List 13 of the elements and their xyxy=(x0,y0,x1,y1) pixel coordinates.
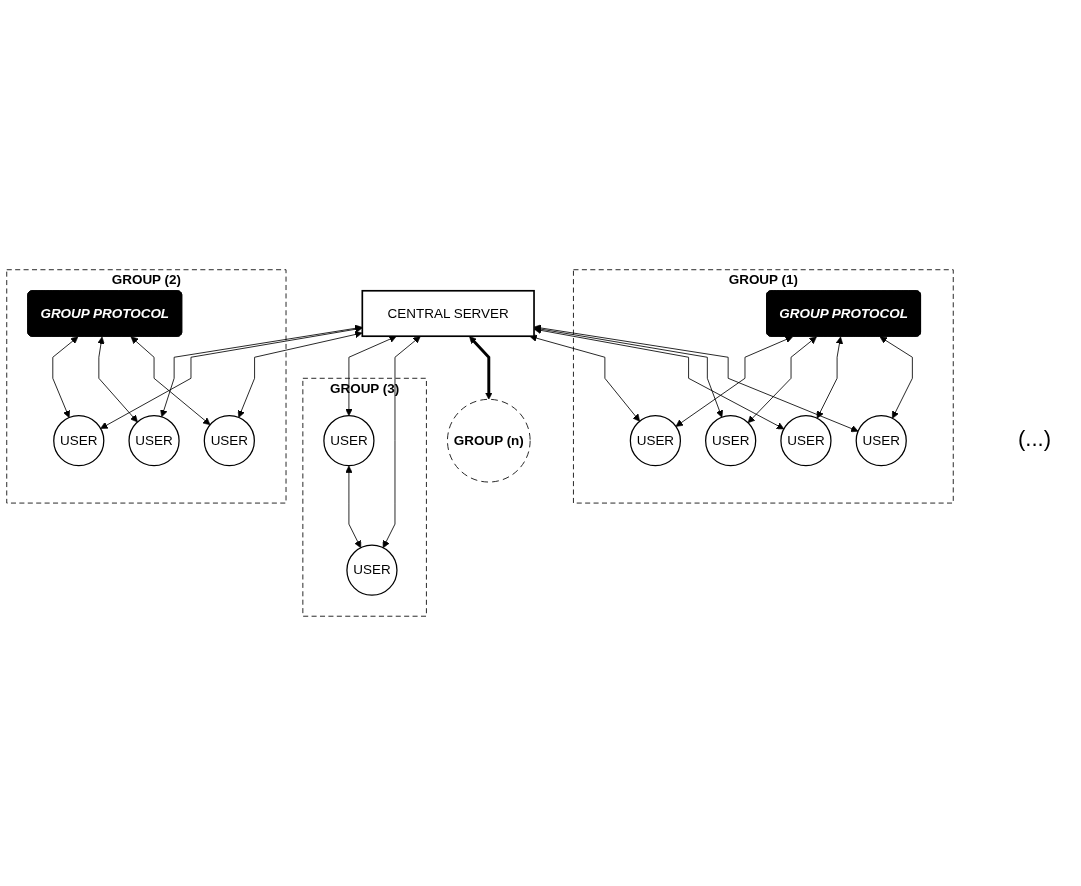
node-circle: USER xyxy=(203,415,255,467)
node-circle: USER xyxy=(705,415,757,467)
arrow xyxy=(469,336,493,400)
node-circle: USER xyxy=(53,415,105,467)
node-box: CENTRAL SERVER xyxy=(361,289,535,338)
node-circle: USER xyxy=(346,544,398,596)
node-circle: USER xyxy=(323,415,375,467)
node-circle: USER xyxy=(629,415,682,467)
node-circle: USER xyxy=(128,415,180,467)
ellipsis-note: (...) xyxy=(1018,426,1051,452)
node-circle: USER xyxy=(780,415,832,467)
node-circle: USER xyxy=(855,415,907,467)
node-circle: GROUP (n) xyxy=(447,398,531,483)
